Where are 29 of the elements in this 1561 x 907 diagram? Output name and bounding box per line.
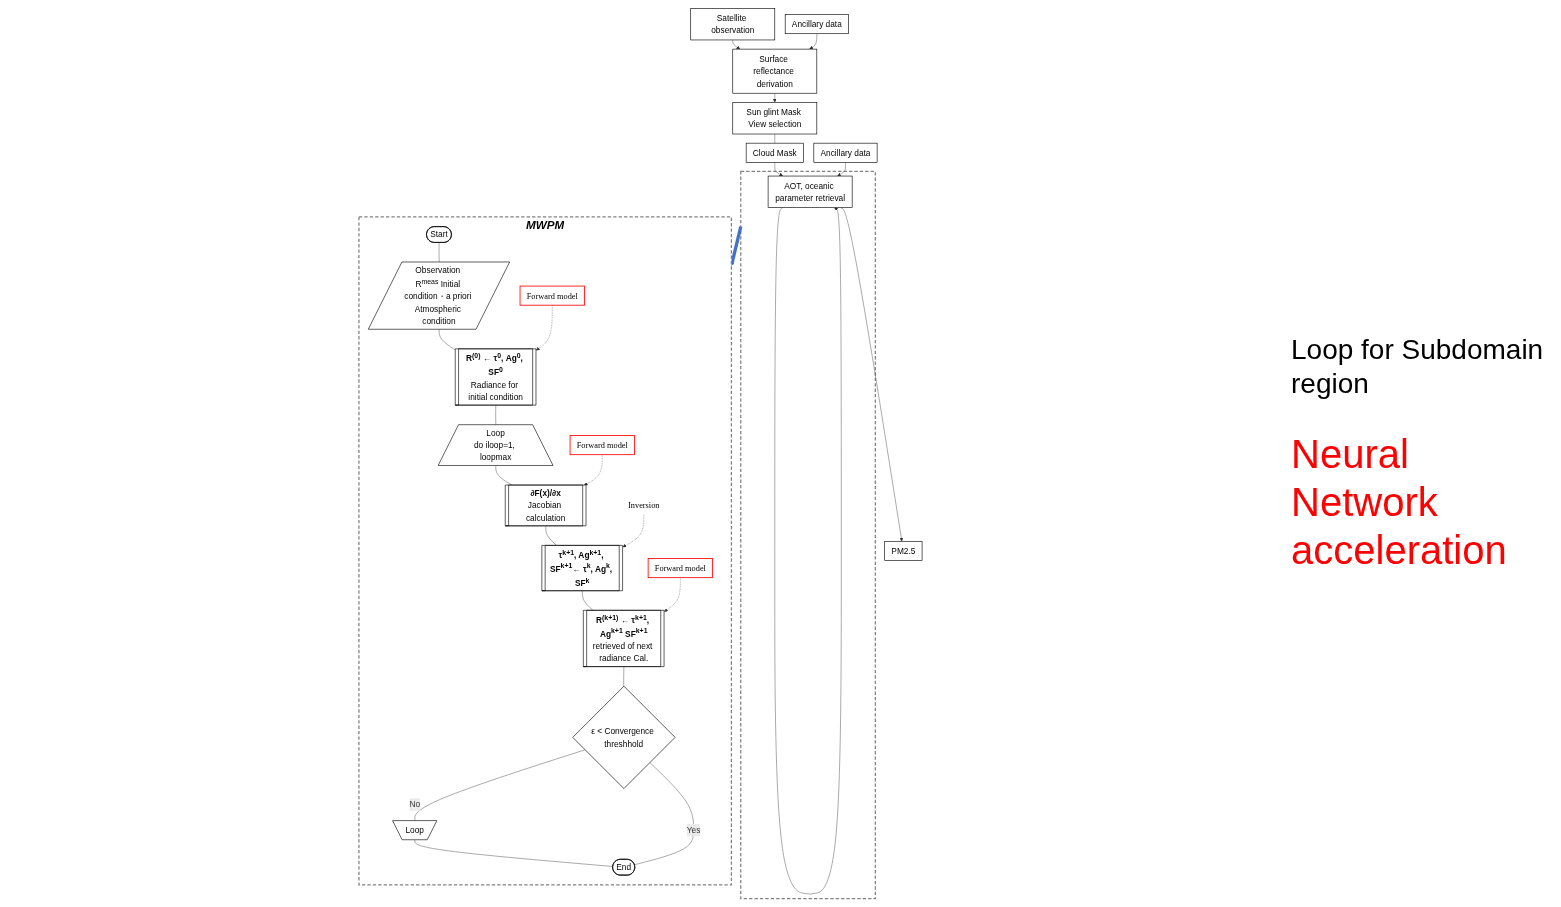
node-box: Ancillary data xyxy=(784,14,849,35)
node-box: Cloud Mask xyxy=(745,142,804,163)
node-box: AOT, oceanic parameter retrieval xyxy=(767,175,853,208)
connector xyxy=(495,465,513,486)
connector xyxy=(438,242,440,263)
connector xyxy=(414,749,586,821)
note-text: Neural Network acceleration xyxy=(1291,431,1508,575)
node-diamond: ε < Convergence threshhold xyxy=(572,685,676,789)
edge-label: No xyxy=(409,800,421,810)
connector xyxy=(623,666,625,687)
node-box: Surface reflectance derivation xyxy=(732,48,818,94)
connector xyxy=(582,590,594,611)
connector xyxy=(774,133,775,144)
node-box: Sun glint Mask View selection xyxy=(732,102,818,135)
node-box: Forward model xyxy=(647,558,713,579)
node-text: Inversion xyxy=(628,500,660,511)
connector xyxy=(634,762,694,865)
node-box: Satellite observation xyxy=(690,8,776,41)
connector xyxy=(495,405,497,426)
connector xyxy=(545,525,558,546)
node-box: Forward model xyxy=(519,285,585,306)
node-box: Forward model xyxy=(569,435,635,456)
cluster xyxy=(740,170,876,900)
node-box: Ancillary data xyxy=(813,142,878,163)
node-box: PM2.5 xyxy=(884,541,923,561)
edge-label: Yes xyxy=(686,825,701,835)
connector xyxy=(414,839,614,867)
connector xyxy=(438,329,456,351)
note-text: Loop for Subdomain region xyxy=(1291,332,1545,401)
